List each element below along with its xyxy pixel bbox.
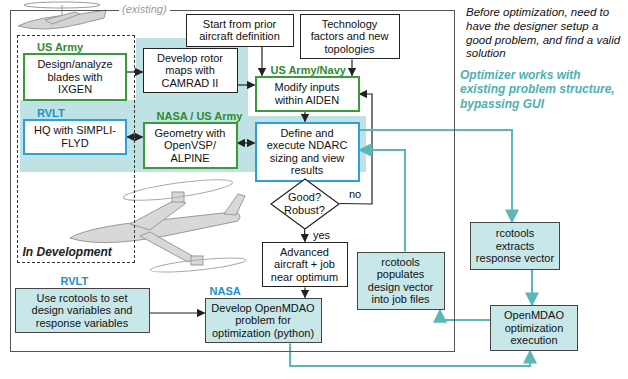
node-text: HQ with SIMPLI-FLYD [29, 124, 121, 149]
flow-connector [531, 270, 533, 305]
existing-frame: (existing)In DevelopmentUS ArmyDesign/an… [10, 10, 455, 352]
wing [130, 200, 186, 230]
node-text: Design/analyze blades with IXGEN [29, 58, 121, 96]
flow-connector [351, 59, 352, 75]
rotor-disc [150, 255, 247, 275]
node-text: Define and execute NDARC sizing and view… [261, 127, 354, 178]
node-text: rcotools extracts response vector [475, 227, 555, 265]
node-text: OpenMDAO optimization execution [495, 309, 573, 347]
node-text: (existing) [119, 3, 170, 15]
process-box: rcotools populates design vector into jo… [357, 252, 445, 311]
tiltrotor-top [18, 2, 106, 29]
node-text: Technology factors and new topologies [305, 18, 395, 56]
process-box: RVLTHQ with SIMPLI-FLYD [23, 119, 127, 155]
process-box: Define and execute NDARC sizing and view… [255, 122, 360, 183]
wing [140, 232, 196, 262]
agency-heading: NASA / US Army [157, 110, 243, 123]
flow-connector [238, 142, 255, 143]
process-box: US Army/NavyModify inputs within AIDEN [255, 76, 360, 112]
flow-connector [440, 310, 490, 320]
node-text: Develop rotor maps with CAMRAD II [148, 52, 233, 90]
wing [45, 12, 80, 24]
process-box: rcotools extracts response vector [470, 222, 560, 270]
callout-text: Optimizer works with existing problem st… [460, 68, 625, 111]
agency-heading: RVLT [61, 275, 89, 288]
node-text: Start from prior aircraft definition [191, 18, 289, 43]
flow-connector [360, 150, 406, 252]
result-box: Advanced aircraft + job near optimum [262, 242, 348, 288]
agency-heading: US Army/Navy [271, 64, 346, 77]
flow-connector [261, 47, 262, 76]
process-box: NASA / US ArmyGeometry with OpenVSP/ ALP… [143, 122, 238, 170]
edge-label: no [347, 188, 363, 200]
tail [224, 194, 245, 215]
rotor-disc [123, 175, 234, 204]
node-text: In Development [23, 245, 112, 259]
process-box: US ArmyDesign/analyze blades with IXGEN [23, 53, 127, 101]
process-box: RVLTUse rcotools to set design variables… [15, 288, 150, 334]
edge-label: yes [311, 229, 332, 241]
flow-connector [304, 112, 305, 122]
start-box: Start from prior aircraft definition [186, 14, 294, 47]
note-text: Before optimization, need to have the de… [466, 6, 624, 61]
input-box: Technology factors and new topologies [300, 14, 400, 60]
flow-connector [360, 130, 513, 222]
node-text: Modify inputs within AIDEN [261, 81, 354, 106]
node-text: Develop OpenMDAO problem for optimizatio… [210, 302, 317, 340]
agency-heading: US Army [37, 41, 83, 54]
node-text: rcotools populates design vector into jo… [362, 256, 440, 307]
flow-connector [238, 84, 255, 85]
diamond-shape [271, 179, 339, 229]
node-text: Good? Robust? [282, 191, 328, 216]
node-text: Use rcotools to set design variables and… [20, 292, 145, 330]
process-box: OpenMDAO optimization execution [490, 305, 578, 351]
agency-heading: RVLT [37, 107, 65, 120]
node-text: Advanced aircraft + job near optimum [267, 246, 343, 284]
agency-heading: NASA [210, 285, 241, 298]
flow-connector [304, 287, 305, 297]
process-box: Develop rotor maps with CAMRAD II [143, 48, 238, 94]
development-region: In DevelopmentUS ArmyDesign/analyze blad… [17, 35, 135, 263]
node-text: Geometry with OpenVSP/ ALPINE [149, 127, 232, 165]
flow-connector [150, 312, 205, 313]
flow-connector [127, 71, 143, 72]
flow-connector [304, 230, 306, 242]
tiltrotor-bottom [70, 175, 246, 275]
flow-connector [127, 136, 143, 137]
process-box: NASADevelop OpenMDAO problem for optimiz… [205, 298, 322, 344]
decision-diamond: Good? Robust? [270, 178, 340, 230]
